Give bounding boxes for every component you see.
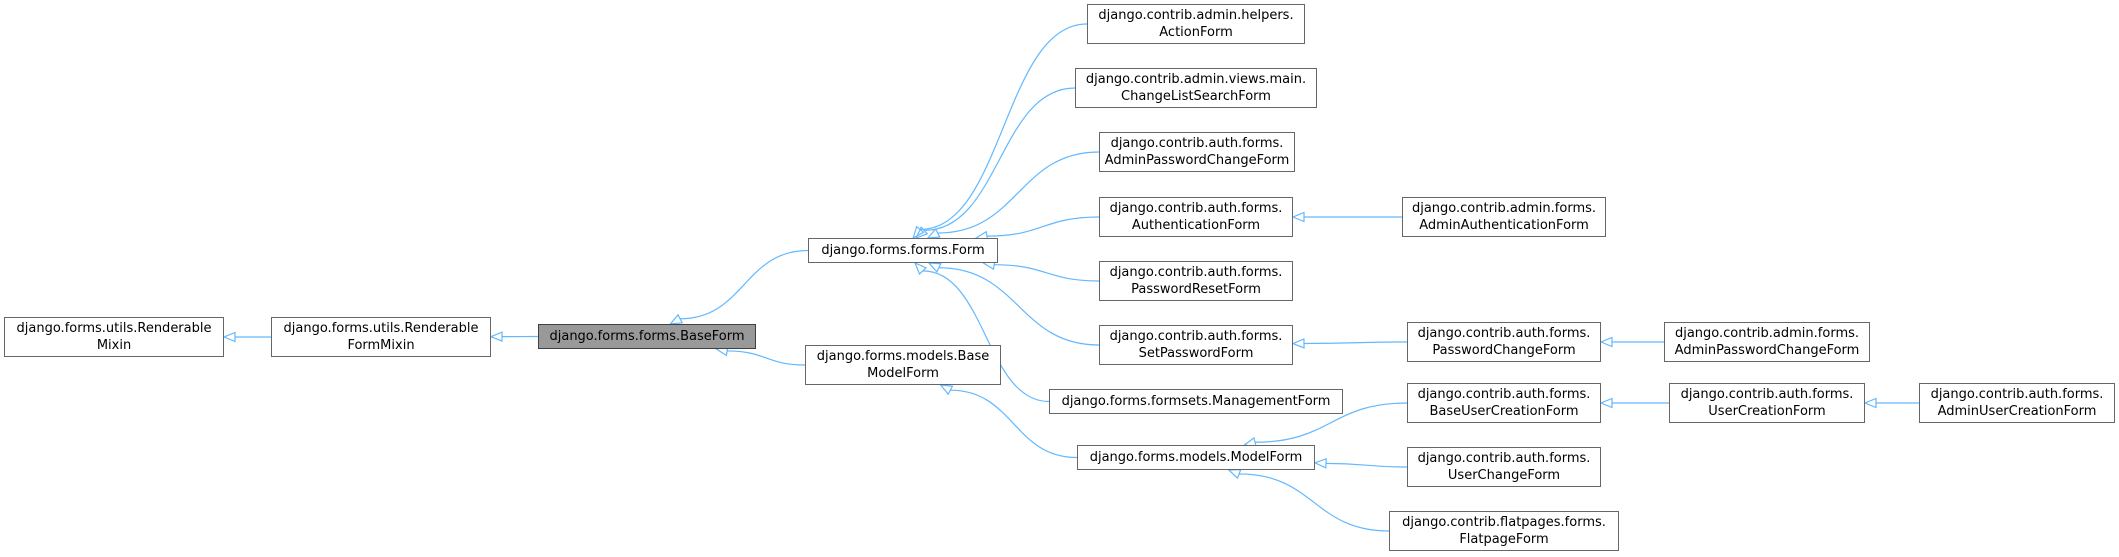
- inheritance-arrowhead: [1863, 397, 1877, 409]
- node-label-line: django.contrib.flatpages.forms.: [1402, 515, 1606, 530]
- node-user-creation-form[interactable]: django.contrib.auth.forms. UserCreationF…: [1669, 383, 1865, 423]
- node-base-form[interactable]: django.forms.forms.BaseForm: [538, 324, 756, 349]
- inheritance-arrowhead: [489, 331, 503, 343]
- node-label-line: django.contrib.admin.views.main.: [1085, 72, 1307, 87]
- node-label-line: django.contrib.admin.forms.: [1411, 201, 1597, 216]
- node-set-password-form[interactable]: django.contrib.auth.forms. SetPasswordFo…: [1099, 325, 1293, 365]
- node-label-line: FormMixin: [347, 338, 415, 353]
- inheritance-edge: [924, 87, 1076, 232]
- node-label-line: django.contrib.admin.forms.: [1674, 326, 1860, 341]
- inheritance-edge: [1325, 462, 1408, 468]
- node-label-line: SetPasswordForm: [1138, 346, 1254, 361]
- node-label-line: django.contrib.auth.forms.: [1680, 387, 1854, 402]
- node-label-line: django.contrib.auth.forms.: [1109, 329, 1283, 344]
- inheritance-arrowhead: [939, 384, 954, 396]
- node-label-line: ActionForm: [1159, 25, 1233, 40]
- node-base-model-form[interactable]: django.forms.models.Base ModelForm: [805, 345, 1001, 385]
- node-admin-admin-password-change-form[interactable]: django.contrib.admin.forms. AdminPasswor…: [1664, 322, 1870, 362]
- inheritance-edge: [920, 23, 1088, 231]
- node-label-line: PasswordChangeForm: [1432, 343, 1576, 358]
- node-label-line: django.contrib.auth.forms.: [1930, 387, 2104, 402]
- inheritance-arrowhead: [915, 226, 929, 240]
- node-flatpage-form[interactable]: django.contrib.flatpages.forms. Flatpage…: [1389, 511, 1619, 551]
- node-label-line: UserChangeForm: [1447, 468, 1561, 483]
- node-label-line: django.forms.forms.BaseForm: [549, 329, 745, 344]
- node-label-line: BaseUserCreationForm: [1429, 404, 1579, 419]
- inheritance-edge: [680, 249, 809, 320]
- node-label-line: django.contrib.admin.helpers.: [1098, 8, 1294, 23]
- node-label-line: django.contrib.auth.forms.: [1417, 387, 1591, 402]
- node-label-line: AdminPasswordChangeForm: [1674, 343, 1860, 358]
- node-label-line: UserCreationForm: [1708, 404, 1826, 419]
- inheritance-edge: [1255, 402, 1408, 443]
- inheritance-arrowhead: [927, 262, 942, 273]
- node-admin-authentication-form[interactable]: django.contrib.admin.forms. AdminAuthent…: [1402, 197, 1606, 237]
- node-label-line: Mixin: [96, 338, 132, 353]
- node-password-reset-form[interactable]: django.contrib.auth.forms. PasswordReset…: [1099, 261, 1293, 301]
- node-label-line: django.forms.formsets.ManagementForm: [1061, 394, 1331, 409]
- node-label-line: AuthenticationForm: [1131, 218, 1261, 233]
- node-label-line: django.forms.models.ModelForm: [1089, 450, 1303, 465]
- inheritance-arrowhead: [1599, 397, 1613, 409]
- node-label-line: PasswordResetForm: [1131, 282, 1261, 297]
- inheritance-arrowhead: [1313, 457, 1327, 469]
- node-authentication-form[interactable]: django.contrib.auth.forms. Authenticatio…: [1099, 197, 1293, 237]
- node-label-line: AdminAuthenticationForm: [1419, 218, 1589, 233]
- inheritance-arrowhead: [1599, 336, 1613, 348]
- node-label-line: django.contrib.auth.forms.: [1417, 326, 1591, 341]
- node-form[interactable]: django.forms.forms.Form: [808, 238, 998, 263]
- inheritance-edge: [986, 216, 1100, 237]
- node-label-line: django.forms.forms.Form: [821, 243, 985, 258]
- node-renderable-mixin[interactable]: django.forms.utils.Renderable Mixin: [4, 317, 224, 357]
- inheritance-arrowhead: [913, 261, 928, 276]
- inheritance-arrowhead: [669, 313, 684, 325]
- inheritance-arrowhead: [222, 331, 236, 343]
- node-admin-user-creation-form[interactable]: django.contrib.auth.forms. AdminUserCrea…: [1919, 383, 2115, 423]
- node-label-line: django.contrib.auth.forms.: [1110, 136, 1284, 151]
- node-label-line: AdminUserCreationForm: [1937, 404, 2097, 419]
- inheritance-arrowhead: [1227, 469, 1242, 480]
- inheritance-arrowhead: [926, 227, 941, 239]
- inheritance-edge: [1303, 341, 1408, 345]
- node-label-line: ModelForm: [867, 366, 939, 381]
- node-password-change-form[interactable]: django.contrib.auth.forms. PasswordChang…: [1407, 322, 1601, 362]
- inheritance-arrowhead: [1291, 211, 1305, 223]
- node-user-change-form[interactable]: django.contrib.auth.forms. UserChangeFor…: [1407, 447, 1601, 487]
- node-model-form[interactable]: django.forms.models.ModelForm: [1077, 445, 1315, 470]
- node-label-line: django.contrib.auth.forms.: [1109, 201, 1283, 216]
- node-label-line: django.contrib.auth.forms.: [1417, 451, 1591, 466]
- inheritance-edge: [950, 389, 1078, 459]
- node-management-form[interactable]: django.forms.formsets.ManagementForm: [1049, 389, 1343, 414]
- inheritance-arrowhead: [1291, 338, 1305, 349]
- node-action-form[interactable]: django.contrib.admin.helpers. ActionForm: [1087, 4, 1305, 44]
- inheritance-edge: [937, 151, 1100, 234]
- inheritance-edge: [922, 270, 1050, 403]
- inheritance-edge: [938, 267, 1100, 346]
- node-auth-admin-password-change-form[interactable]: django.contrib.auth.forms. AdminPassword…: [1099, 132, 1295, 172]
- inheritance-edge: [994, 264, 1100, 282]
- node-label-line: django.forms.utils.Renderable: [16, 321, 212, 336]
- node-label-line: django.forms.utils.Renderable: [283, 321, 479, 336]
- node-label-line: AdminPasswordChangeForm: [1104, 153, 1290, 168]
- node-label-line: ChangeListSearchForm: [1121, 89, 1271, 104]
- node-renderable-form-mixin[interactable]: django.forms.utils.Renderable FormMixin: [271, 317, 491, 357]
- node-label-line: django.contrib.auth.forms.: [1109, 265, 1283, 280]
- inheritance-edge: [727, 350, 806, 366]
- node-label-line: django.forms.models.Base: [816, 349, 990, 364]
- node-change-list-search-form[interactable]: django.contrib.admin.views.main. ChangeL…: [1075, 68, 1317, 108]
- node-base-user-creation-form[interactable]: django.contrib.auth.forms. BaseUserCreat…: [1407, 383, 1601, 423]
- node-label-line: FlatpageForm: [1459, 532, 1549, 547]
- inheritance-edge: [1239, 473, 1390, 532]
